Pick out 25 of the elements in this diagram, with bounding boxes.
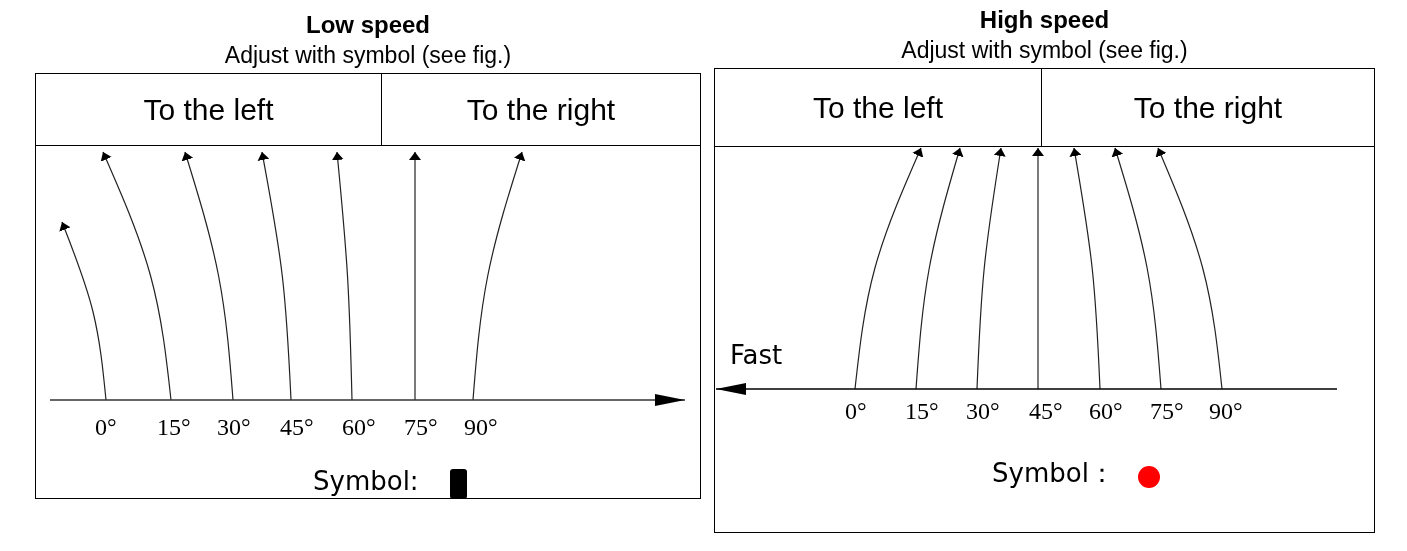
- panel-subtitle: Adjust with symbol (see fig.): [224, 42, 512, 69]
- panel-title: Low speed: [306, 11, 430, 39]
- angle-label: 0°: [845, 398, 867, 425]
- angle-label: 75°: [1150, 398, 1184, 425]
- header-cell: To the right: [1042, 69, 1374, 147]
- annotation-text: Fast: [730, 340, 783, 370]
- angle-label: 30°: [966, 398, 1000, 425]
- angle-label: 45°: [280, 414, 314, 441]
- header-cell: To the left: [36, 74, 382, 146]
- angle-label: 45°: [1029, 398, 1063, 425]
- header-cell: To the right: [382, 74, 700, 146]
- header-cell: To the left: [715, 69, 1042, 147]
- angle-label: 60°: [342, 414, 376, 441]
- angle-label: 60°: [1089, 398, 1123, 425]
- angle-label: 90°: [1209, 398, 1243, 425]
- panel-subtitle: Adjust with symbol (see fig.): [901, 37, 1188, 64]
- angle-label: 15°: [157, 414, 191, 441]
- angle-label: 15°: [905, 398, 939, 425]
- angle-label: 75°: [404, 414, 438, 441]
- annotation-text: Symbol:: [313, 466, 419, 496]
- angle-label: 30°: [217, 414, 251, 441]
- panel-title: High speed: [979, 6, 1110, 34]
- annotation-text: Symbol：: [992, 457, 1115, 490]
- angle-label: 90°: [464, 414, 498, 441]
- angle-label: 0°: [95, 414, 117, 441]
